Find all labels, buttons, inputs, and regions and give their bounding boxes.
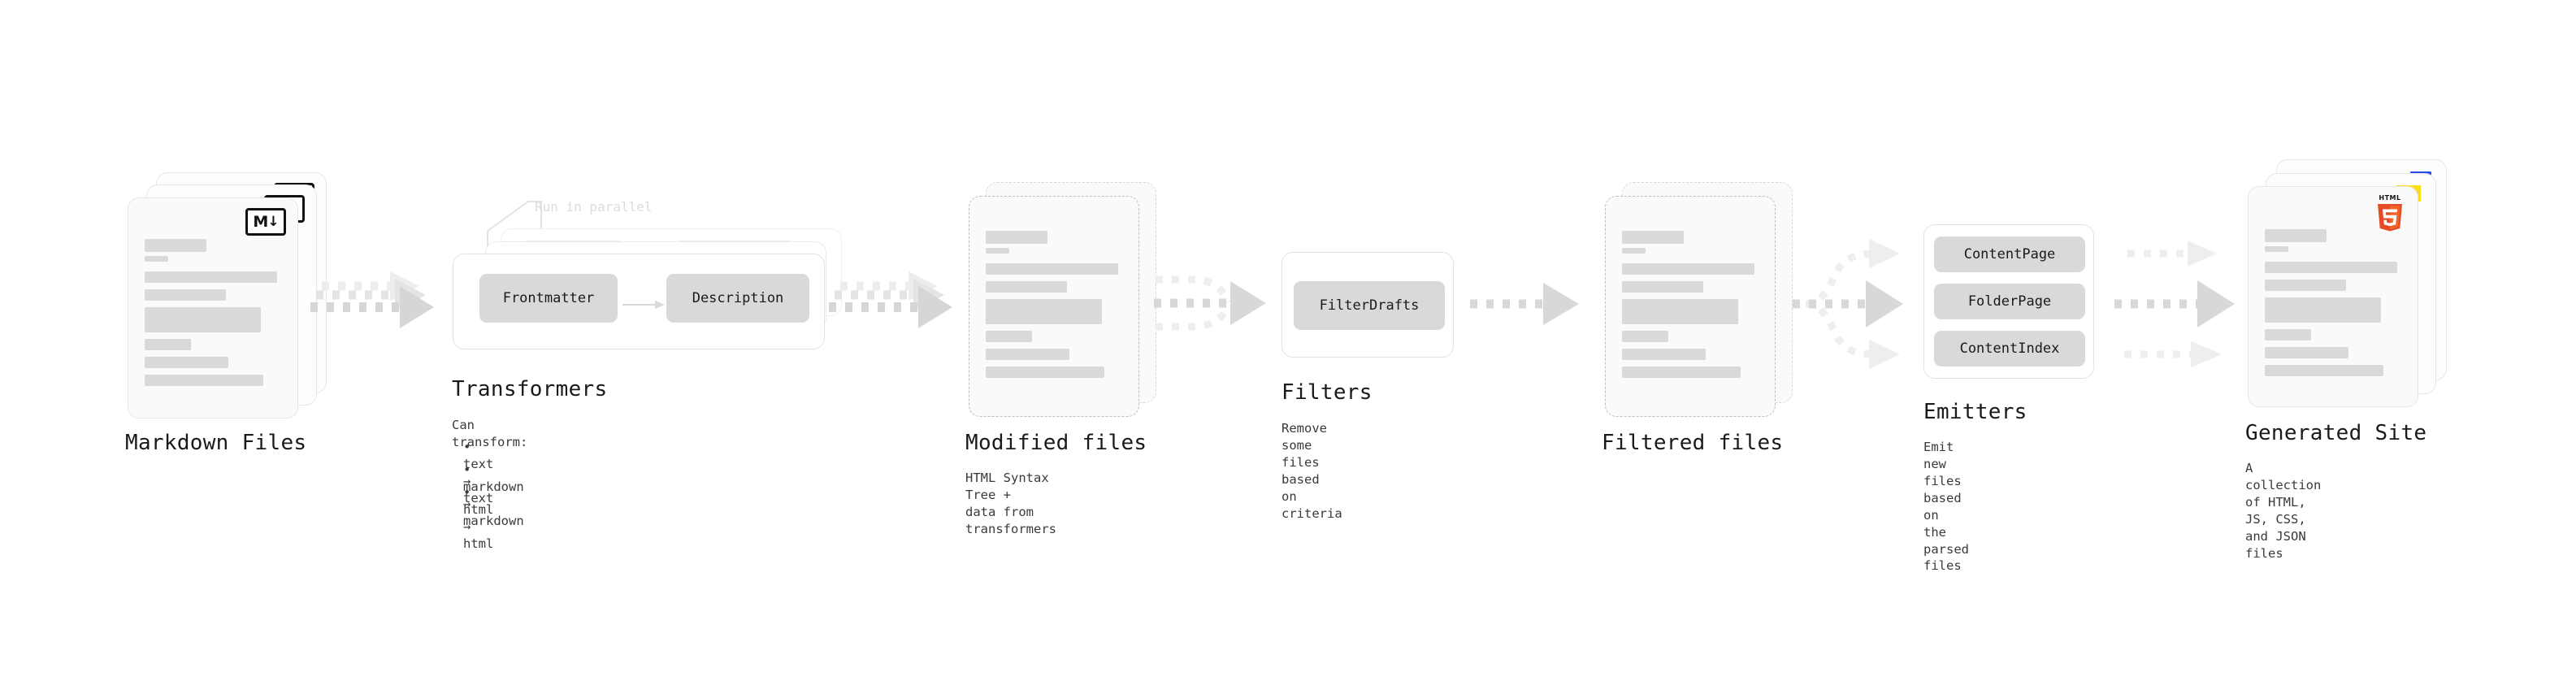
content-bar: [986, 281, 1067, 293]
arrow-markdown-to-transformers: [310, 268, 457, 349]
transformers-title: Transformers: [452, 377, 608, 401]
content-bar: [145, 339, 191, 350]
filters-desc: Remove some files based on criteria: [1281, 421, 1342, 521]
transformer-chip-description[interactable]: Description: [666, 274, 809, 323]
emitter-chip-contentpage-label: ContentPage: [1963, 246, 2056, 262]
filtered-card-front: [1605, 196, 1776, 417]
emitter-chip-contentindex-label: ContentIndex: [1959, 340, 2060, 357]
content-bar: [2265, 365, 2384, 376]
arrow-emitters-to-site: [2103, 229, 2257, 375]
content-bar: [145, 256, 169, 262]
content-bar: [145, 307, 261, 332]
markdown-files-title: Markdown Files: [125, 431, 307, 455]
arrow-filtered-to-emitters: [1770, 229, 1916, 375]
markdown-badge-icon-3: M↓: [245, 208, 286, 236]
transformer-arrow-front: [622, 297, 666, 313]
emitters-desc: Emit new files based on the parsed files: [1923, 440, 1969, 574]
transformers-bullet-2: • html → html: [463, 485, 494, 551]
content-bar: [1622, 248, 1646, 254]
html5-icon-label: HTML: [2379, 194, 2401, 202]
site-card-content: [2265, 229, 2405, 383]
content-bar: [2265, 262, 2398, 273]
content-bar: [986, 331, 1032, 342]
content-bar: [986, 248, 1010, 254]
filtered-card-content: [1622, 231, 1762, 384]
content-bar: [1622, 281, 1703, 293]
modified-files-desc: HTML Syntax Tree + data from transformer…: [965, 471, 1056, 536]
filter-chip-filterdrafts[interactable]: FilterDrafts: [1294, 281, 1445, 330]
markdown-badge-letter-3: M: [253, 212, 268, 231]
filters-panel: FilterDrafts: [1281, 252, 1454, 358]
arrow-transformers-to-modified: [829, 268, 975, 349]
emitters-title: Emitters: [1923, 400, 2027, 424]
emitter-chip-contentindex[interactable]: ContentIndex: [1934, 331, 2085, 367]
content-bar: [145, 375, 264, 386]
arrow-modified-to-filters: [1144, 260, 1290, 349]
generated-site-desc: A collection of HTML, JS, CSS, and JSON …: [2245, 461, 2322, 561]
emitter-chip-folderpage-label: FolderPage: [1967, 293, 2052, 310]
generated-site-title: Generated Site: [2245, 421, 2427, 445]
markdown-card-content: [145, 239, 284, 393]
site-card-front-html: HTML: [2248, 186, 2418, 407]
content-bar: [2265, 297, 2381, 323]
content-bar: [2265, 280, 2346, 291]
emitter-chip-contentpage[interactable]: ContentPage: [1934, 236, 2085, 272]
markdown-card-front: M↓: [128, 197, 298, 419]
modified-files-title: Modified files: [965, 431, 1147, 455]
emitters-panel: ContentPage FolderPage ContentIndex: [1923, 224, 2094, 379]
filters-title: Filters: [1281, 380, 1373, 405]
content-bar: [986, 263, 1119, 275]
html5-icon: HTML: [2374, 195, 2406, 232]
filtered-files-title: Filtered files: [1602, 431, 1784, 455]
emitter-chip-folderpage[interactable]: FolderPage: [1934, 284, 2085, 319]
content-bar: [1622, 367, 1741, 378]
transformers-bullet-1: • markdown → markdown: [463, 462, 524, 528]
content-bar: [2265, 246, 2289, 252]
content-bar: [145, 289, 226, 301]
content-bar: [2265, 229, 2327, 242]
content-bar: [1622, 263, 1755, 275]
content-bar: [986, 299, 1102, 324]
content-bar: [986, 367, 1105, 378]
content-bar: [986, 349, 1070, 360]
filter-chip-filterdrafts-label: FilterDrafts: [1319, 297, 1420, 314]
transformer-chip-frontmatter[interactable]: Frontmatter: [479, 274, 618, 323]
content-bar: [2265, 329, 2311, 340]
modified-card-front: [969, 196, 1139, 417]
modified-card-content: [986, 231, 1125, 384]
run-in-parallel-bracket: [486, 197, 583, 254]
content-bar: [145, 271, 278, 283]
content-bar: [145, 357, 229, 368]
content-bar: [1622, 331, 1668, 342]
html5-shield-shape: [2378, 204, 2402, 232]
content-bar: [1622, 231, 1684, 244]
transformer-chip-frontmatter-label: Frontmatter: [502, 290, 595, 306]
run-in-parallel-label: Run in parallel: [535, 199, 653, 215]
transformers-bullet-0: • text → text: [463, 440, 494, 505]
transformer-panel-front: Frontmatter Description: [453, 254, 825, 349]
content-bar: [145, 239, 206, 252]
content-bar: [986, 231, 1047, 244]
content-bar: [1622, 299, 1738, 324]
arrow-filters-to-filtered: [1467, 276, 1597, 333]
markdown-badge-arrow-3: ↓: [267, 213, 279, 230]
content-bar: [1622, 349, 1706, 360]
content-bar: [2265, 347, 2349, 358]
transformers-desc: Can transform:: [452, 418, 528, 449]
transformer-chip-description-label: Description: [692, 290, 784, 306]
